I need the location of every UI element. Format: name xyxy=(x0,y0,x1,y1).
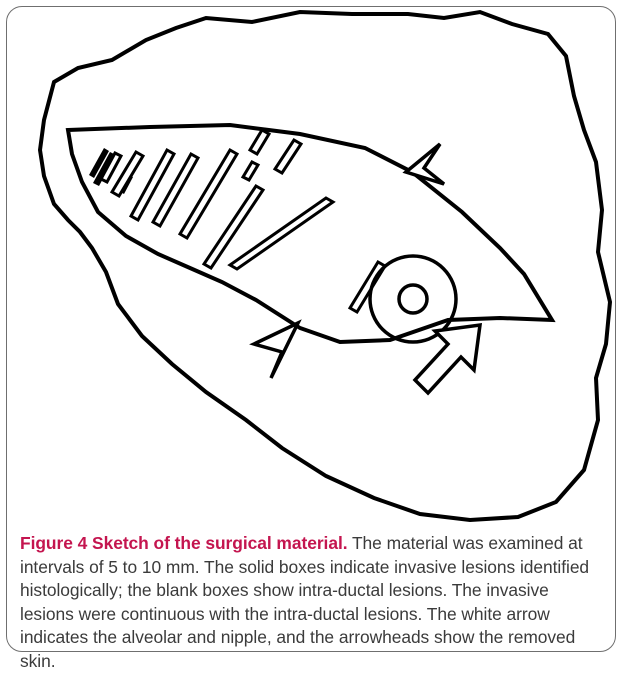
nipple-circle xyxy=(399,285,427,313)
intraductal-lesion-box xyxy=(275,140,301,173)
arrowhead-lower xyxy=(254,323,298,378)
specimen-outline xyxy=(40,12,610,520)
surgical-sketch xyxy=(0,0,622,525)
white-arrow xyxy=(415,325,480,393)
intraductal-lesion-box xyxy=(250,130,269,154)
intraductal-lesion-box xyxy=(243,162,258,180)
arrowhead-upper xyxy=(406,144,444,184)
figure-title: Figure 4 Sketch of the surgical material… xyxy=(20,533,348,553)
figure-caption-text: The material was examined at intervals o… xyxy=(20,533,589,671)
figure-caption: Figure 4 Sketch of the surgical material… xyxy=(20,532,606,674)
